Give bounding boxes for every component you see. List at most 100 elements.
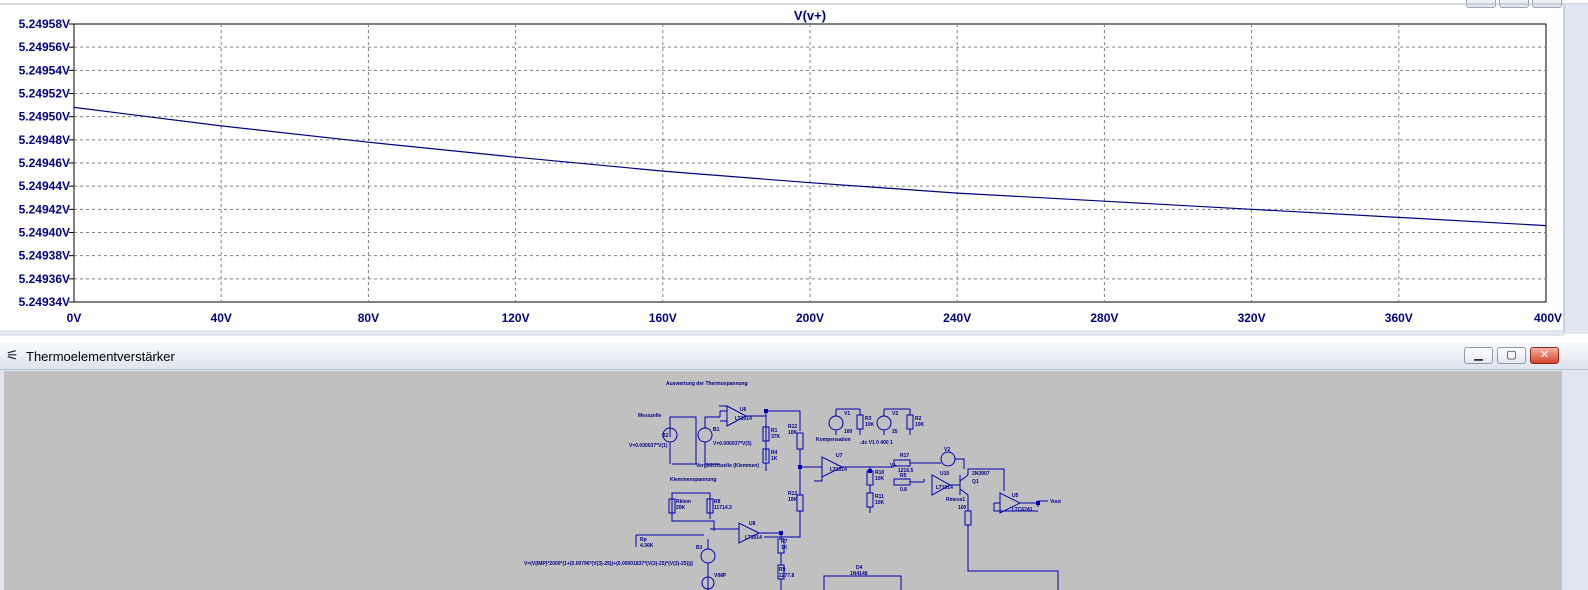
schematic-title-bar[interactable]: ⚟ Thermoelementverstärker ▁ ▢ ✕ [0,343,1588,370]
label-v3: V3 [892,411,898,417]
label-r12: R12 [788,424,797,430]
schematic-window: ⚟ Thermoelementverstärker ▁ ▢ ✕ [0,343,1588,590]
x-tick-label: 360V [1385,311,1413,325]
y-tick-label: 5.24950V [19,110,70,124]
label-d4: D4 [856,565,863,571]
label-r17-val: 1216.5 [898,468,914,474]
x-tick-label: 400V [1534,311,1562,325]
minimize-button[interactable]: ▁ [1464,347,1493,364]
maximize-button[interactable]: ▢ [1497,347,1526,364]
schematic-wires [635,405,1059,590]
plot-grid [74,24,1546,302]
label-b1: B1 [713,427,720,433]
x-tick-label: 240V [943,311,971,325]
x-tick-label: 40V [211,311,232,325]
close-button[interactable]: ✕ [1530,347,1559,364]
label-rp-val: 4.36K [640,543,654,549]
label-b3-expr: V=(V(IMP)*2000*(1+(0.00796*(V(3)-25))+(0… [524,561,693,567]
label-b2-expr: V=0.000037*V(1) [629,443,668,449]
series-line-v-plus[interactable] [73,106,1547,227]
label-r2-val: 10K [915,422,925,428]
label-u6: U6 [740,407,747,413]
x-tick-label: 80V [358,311,379,325]
label-u10: U10 [940,471,949,477]
label-r10: R10 [875,470,884,476]
label-u8: U8 [749,521,756,527]
y-axis: 5.24958V5.24956V5.24954V5.24952V5.24950V… [19,17,74,309]
label-d4-part: 1N4148 [850,571,868,577]
y-tick-label: 5.24958V [19,17,70,31]
label-r4: R4 [771,450,778,456]
label-auswertung: Auswertung der Thermospannung [666,381,748,387]
label-b3: B3 [696,545,703,551]
plot-title[interactable]: V(v+) [794,8,826,23]
label-u6-part: LT1014 [735,416,752,422]
label-r4-val: 1K [771,456,778,462]
y-tick-label: 5.24946V [19,156,70,170]
label-q1: Q1 [972,479,979,485]
label-u7: U7 [836,453,843,459]
x-tick-label: 320V [1238,311,1266,325]
label-v3-val: 25 [892,429,898,435]
schematic-labels: Auswertung der Thermospannung Messzelle … [524,381,1061,579]
minimize-icon: ▁ [1474,349,1483,361]
schematic-canvas[interactable]: Auswertung der Thermospannung Messzelle … [4,371,1562,590]
label-r13: R13 [788,491,797,497]
label-r10-val: 10K [875,476,885,482]
x-tick-label: 0V [67,311,82,325]
y-tick-label: 5.24944V [19,179,70,193]
y-tick-label: 5.24934V [19,295,70,309]
label-b1-expr: V=0.000037*V(3) [713,441,752,447]
label-r3: R3 [865,416,872,422]
label-vout: Vout [1050,499,1061,505]
x-tick-label: 120V [502,311,530,325]
label-r12-val: 10K [788,430,798,436]
y-tick-label: 5.24942V [19,202,70,216]
label-u10-part: LT1014 [936,485,953,491]
label-u8-part: LT1014 [745,535,762,541]
label-r8: R8 [714,499,721,505]
y-tick-label: 5.24948V [19,133,70,147]
y-tick-label: 5.24952V [19,87,70,101]
label-v2: V2 [944,447,950,453]
label-kompensation: Kompensation [816,437,851,443]
y-tick-label: 5.24940V [19,226,70,240]
label-rklem-val: 20K [676,505,686,511]
label-b2: B2 [662,433,669,439]
label-rp: Rp [640,537,647,543]
maximize-icon: ▢ [1506,349,1517,361]
close-icon: ✕ [1539,349,1550,361]
label-q1-part: 2N3907 [972,471,990,477]
label-r11: R11 [875,494,884,500]
label-r2: R2 [915,416,922,422]
schematic-window-title: Thermoelementverstärker [26,349,175,364]
label-vimp: VIMP [714,573,727,579]
label-r1-val: 37K [771,434,781,440]
label-r5-val: 0.8 [900,487,907,493]
label-rmess-val: 100 [958,505,967,511]
label-r1: R1 [771,428,778,434]
y-tick-label: 5.24954V [19,63,70,77]
label-r9: R9 [779,567,786,573]
label-vergleich: Vergleichszelle (Klemmen) [696,463,759,469]
y-tick-label: 5.24936V [19,272,70,286]
label-dc-command: .dc V1 0 400 1 [860,440,893,446]
label-r17: R17 [900,453,909,459]
waveform-plot[interactable]: 5.24958V5.24956V5.24954V5.24952V5.24950V… [0,0,1588,336]
label-r8-val: 11714.3 [714,505,732,511]
label-r7: R7 [781,539,788,545]
label-r11-val: 10K [875,500,885,506]
schematic-junctions [764,409,1040,535]
x-tick-label: 200V [796,311,824,325]
label-u5: U5 [1012,493,1019,499]
label-v1: V1 [844,411,850,417]
label-klemmen: Klemmenspannung [670,477,716,483]
label-messzelle: Messzelle [638,413,662,419]
label-u7-part: LT1014 [830,467,847,473]
label-r9-val: 2277.8 [779,573,795,579]
label-u5-part: LTC6241 [1012,507,1033,513]
label-r13-val: 10K [788,497,798,503]
label-rmess: Rmess1 [946,497,965,503]
